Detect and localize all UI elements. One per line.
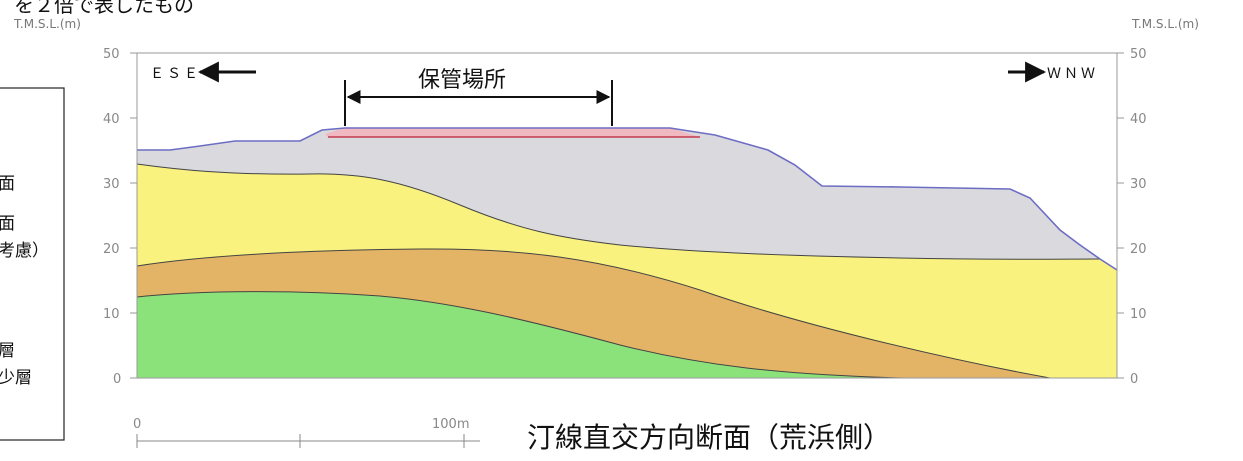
boundary-green <box>136 291 906 379</box>
layer-yellow <box>137 164 1117 378</box>
layer-gray <box>137 128 1100 260</box>
scale-bar-start: 0 <box>133 417 141 432</box>
layer-brown <box>137 248 1050 378</box>
section-title: 汀線直交方向断面（荒浜側） <box>527 421 891 454</box>
legend-fragment-4: 層 <box>0 341 15 361</box>
right-axis-ticks <box>1117 52 1124 379</box>
boundary-yellow <box>136 163 1101 260</box>
left-tick-40: 40 <box>103 112 120 127</box>
right-tick-40: 40 <box>1130 112 1147 127</box>
left-tick-0: 0 <box>113 372 121 387</box>
boundary-brown <box>136 248 1051 379</box>
right-tick-10: 10 <box>1130 307 1147 322</box>
left-tick-50: 50 <box>103 47 120 62</box>
direction-ese-label: ＥＳＥ <box>150 66 201 82</box>
scale-bar <box>136 434 480 448</box>
right-tick-50: 50 <box>1130 47 1147 62</box>
left-axis-ticks <box>130 52 137 379</box>
storage-fill <box>325 128 700 137</box>
scale-bar-end: 100m <box>432 417 469 432</box>
direction-wnw-label: ＷＮＷ <box>1047 66 1098 82</box>
ground-surface <box>137 127 1118 271</box>
legend-fragment-5: 少層 <box>0 368 32 388</box>
legend-fragment-1: 面 <box>0 174 15 194</box>
storage-location-label: 保管場所 <box>418 68 506 93</box>
right-tick-30: 30 <box>1130 177 1147 192</box>
right-tick-20: 20 <box>1130 242 1147 257</box>
legend-box <box>0 87 65 441</box>
left-tick-20: 20 <box>103 242 120 257</box>
layer-green <box>137 291 905 378</box>
left-tick-10: 10 <box>103 307 120 322</box>
legend-fragment-3: 考慮） <box>0 241 49 261</box>
right-axis-unit: T.M.S.L.(m) <box>1131 17 1199 31</box>
legend-fragment-2: 面 <box>0 214 15 234</box>
right-tick-0: 0 <box>1130 372 1138 387</box>
plot-frame <box>136 52 1118 379</box>
header-fragment: を２倍で表したもの <box>14 0 194 17</box>
left-axis-unit: T.M.S.L.(m) <box>13 17 81 31</box>
left-tick-30: 30 <box>103 177 120 192</box>
